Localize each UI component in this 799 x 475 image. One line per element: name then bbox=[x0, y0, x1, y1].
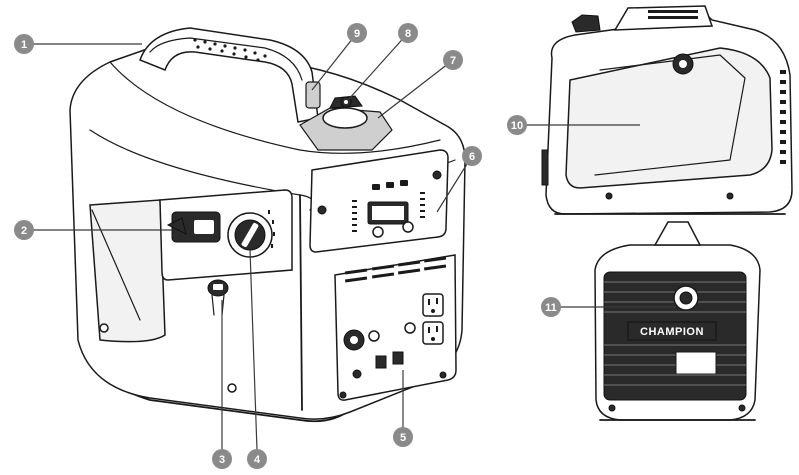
brand-logo-text: CHAMPION bbox=[640, 326, 704, 338]
callouts: 1 2 3 4 5 6 7 8 bbox=[14, 23, 676, 469]
callout-10: 10 bbox=[507, 115, 527, 135]
callout-9-label: 9 bbox=[354, 28, 360, 40]
leader-line-7 bbox=[377, 59, 454, 119]
side-recess bbox=[89, 199, 166, 343]
fuel-gauge bbox=[305, 81, 321, 109]
callout-4: 4 bbox=[247, 449, 267, 469]
callout-3-label: 3 bbox=[219, 454, 225, 466]
callout-4-label: 4 bbox=[254, 454, 261, 466]
info-label bbox=[675, 351, 717, 375]
right-control-panel bbox=[309, 149, 449, 253]
callout-10-label: 10 bbox=[511, 120, 523, 132]
callout-8-label: 8 bbox=[405, 28, 411, 40]
main-generator-view bbox=[69, 27, 466, 423]
callout-9: 9 bbox=[347, 23, 367, 43]
callout-2-label: 2 bbox=[21, 225, 27, 237]
front-view-generator: CHAMPION bbox=[594, 221, 761, 421]
callout-1-label: 1 bbox=[21, 39, 27, 51]
callout-6-label: 6 bbox=[469, 151, 475, 163]
leader-line-8 bbox=[347, 32, 409, 101]
side-outlet bbox=[207, 279, 229, 316]
callout-11: 11 bbox=[541, 297, 561, 317]
callout-5-label: 5 bbox=[400, 432, 406, 444]
leader-line-6 bbox=[436, 155, 473, 213]
callout-5: 5 bbox=[393, 427, 413, 447]
callout-8: 8 bbox=[398, 23, 418, 43]
brand-logo-plate bbox=[627, 321, 717, 341]
callout-2: 2 bbox=[14, 220, 34, 240]
control-panel-left bbox=[159, 189, 293, 281]
side-view-generator bbox=[541, 5, 793, 215]
leader-line-9 bbox=[311, 32, 358, 91]
callout-3: 3 bbox=[212, 449, 232, 469]
callout-7-label: 7 bbox=[450, 55, 456, 67]
callout-6: 6 bbox=[462, 146, 482, 166]
callout-11-label: 11 bbox=[545, 302, 557, 314]
outlet-panel bbox=[334, 254, 457, 401]
callout-1: 1 bbox=[14, 34, 34, 54]
callout-7: 7 bbox=[443, 50, 463, 70]
leader-line-4 bbox=[249, 249, 258, 451]
